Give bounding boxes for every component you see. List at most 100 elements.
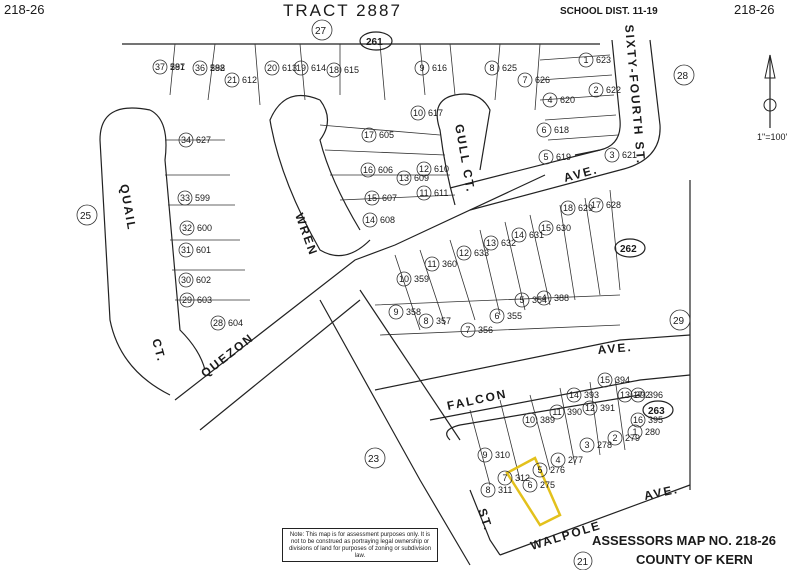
- parcel-number: 312: [515, 473, 530, 483]
- parcel-number: 607: [382, 193, 397, 203]
- lot-number: 17: [361, 127, 377, 143]
- parcel-number: 390: [567, 407, 582, 417]
- lot-number: 37: [152, 59, 168, 75]
- lot-number: 12: [456, 245, 472, 261]
- lot-number: 1: [578, 52, 594, 68]
- svg-text:10: 10: [413, 108, 423, 118]
- lot-number: 30: [178, 272, 194, 288]
- svg-text:4: 4: [555, 455, 560, 465]
- lot-lines: [165, 43, 626, 486]
- parcel-number: 621: [622, 150, 637, 160]
- lot-number: 2: [588, 82, 604, 98]
- svg-text:9: 9: [482, 450, 487, 460]
- lot-number: 7: [460, 322, 476, 338]
- svg-text:263: 263: [648, 406, 665, 417]
- lot-number: 34: [178, 132, 194, 148]
- street-walpole-ave: AVE.: [643, 482, 680, 503]
- lot-number: 15: [597, 372, 613, 388]
- street-sixty-fourth: SIXTY-FOURTH ST.: [622, 24, 648, 165]
- svg-text:25: 25: [80, 211, 92, 222]
- svg-text:32: 32: [182, 223, 192, 233]
- street-quezon: QUEZON: [198, 330, 257, 380]
- parcel-number: 598: [210, 63, 225, 73]
- block-circle: 23: [364, 447, 386, 469]
- lot-number: 18: [560, 200, 576, 216]
- svg-text:23: 23: [368, 454, 380, 465]
- lot-number: 10: [410, 105, 426, 121]
- parcel-number: 597: [170, 62, 185, 72]
- parcel-number: 632: [501, 238, 516, 248]
- map-number-right: 218-26: [734, 2, 774, 17]
- svg-text:1: 1: [632, 427, 637, 437]
- svg-text:27: 27: [315, 26, 327, 37]
- svg-text:261: 261: [366, 37, 383, 48]
- lot-number: 9: [477, 447, 493, 463]
- parcel-number: 619: [556, 152, 571, 162]
- parcel-number: 275: [540, 480, 555, 490]
- parcel-number: 359: [414, 274, 429, 284]
- lot-number: 16: [630, 412, 646, 428]
- svg-text:18: 18: [563, 203, 573, 213]
- svg-text:2: 2: [612, 433, 617, 443]
- svg-text:13: 13: [399, 173, 409, 183]
- lot-number: 14: [566, 387, 582, 403]
- parcel-number: 627: [196, 135, 211, 145]
- lot-number: 9: [414, 60, 430, 76]
- lot-number: 8: [418, 313, 434, 329]
- lot-number: 14: [362, 212, 378, 228]
- parcel-number: 620: [560, 95, 575, 105]
- tract-title: TRACT 2887: [283, 1, 402, 20]
- parcel-number: 606: [378, 165, 393, 175]
- lot-number: 6: [536, 122, 552, 138]
- lot-number: 13: [483, 235, 499, 251]
- parcel-number: 600: [197, 223, 212, 233]
- street-quail-ct: CT.: [149, 337, 169, 364]
- lot-number: 6: [489, 308, 505, 324]
- svg-text:37: 37: [155, 62, 165, 72]
- parcel-number: 622: [606, 85, 621, 95]
- svg-text:28: 28: [213, 318, 223, 328]
- lot-number: 19: [293, 60, 309, 76]
- lot-number: 16: [360, 162, 376, 178]
- block-circle: 25: [76, 204, 98, 226]
- parcel-number: 395: [648, 415, 663, 425]
- parcel-number: 394: [615, 375, 630, 385]
- svg-text:8: 8: [489, 63, 494, 73]
- lot-number: 28: [210, 315, 226, 331]
- parcel-number: 393: [584, 390, 599, 400]
- parcel-number: 603: [197, 295, 212, 305]
- parcel-number: 599: [195, 193, 210, 203]
- svg-text:1: 1: [583, 55, 588, 65]
- lot-number: 17: [588, 197, 604, 213]
- svg-text:29: 29: [673, 316, 685, 327]
- svg-text:12: 12: [419, 164, 429, 174]
- parcel-number: 615: [344, 65, 359, 75]
- svg-text:19: 19: [296, 63, 306, 73]
- lot-number: 4: [542, 92, 558, 108]
- svg-text:11: 11: [552, 407, 561, 417]
- lot-number: 4: [550, 452, 566, 468]
- county-name: COUNTY OF KERN: [636, 552, 753, 567]
- lot-number: 33: [177, 190, 193, 206]
- parcel-number: 391: [600, 403, 615, 413]
- parcel-number: 626: [535, 75, 550, 85]
- parcel-number: 629: [578, 203, 593, 213]
- parcel-number: 279: [625, 433, 640, 443]
- lot-number: 15: [364, 190, 380, 206]
- lot-number: 2: [607, 430, 623, 446]
- svg-text:30: 30: [181, 275, 191, 285]
- lot-number: 14: [511, 227, 527, 243]
- block-circle: 28: [673, 64, 695, 86]
- north-arrow-icon: 1"=100': [757, 54, 787, 142]
- svg-text:6: 6: [494, 311, 499, 321]
- parcel-number: 282: [210, 63, 225, 73]
- svg-text:6: 6: [541, 125, 546, 135]
- parcel-number: 631: [529, 230, 544, 240]
- parcel-number: 612: [242, 75, 257, 85]
- parcel-number: 281: [170, 62, 185, 72]
- svg-text:6: 6: [527, 480, 532, 490]
- svg-text:3: 3: [609, 150, 614, 160]
- parcel-number: 628: [606, 200, 621, 210]
- parcel-number: 610: [434, 164, 449, 174]
- svg-text:262: 262: [620, 244, 637, 255]
